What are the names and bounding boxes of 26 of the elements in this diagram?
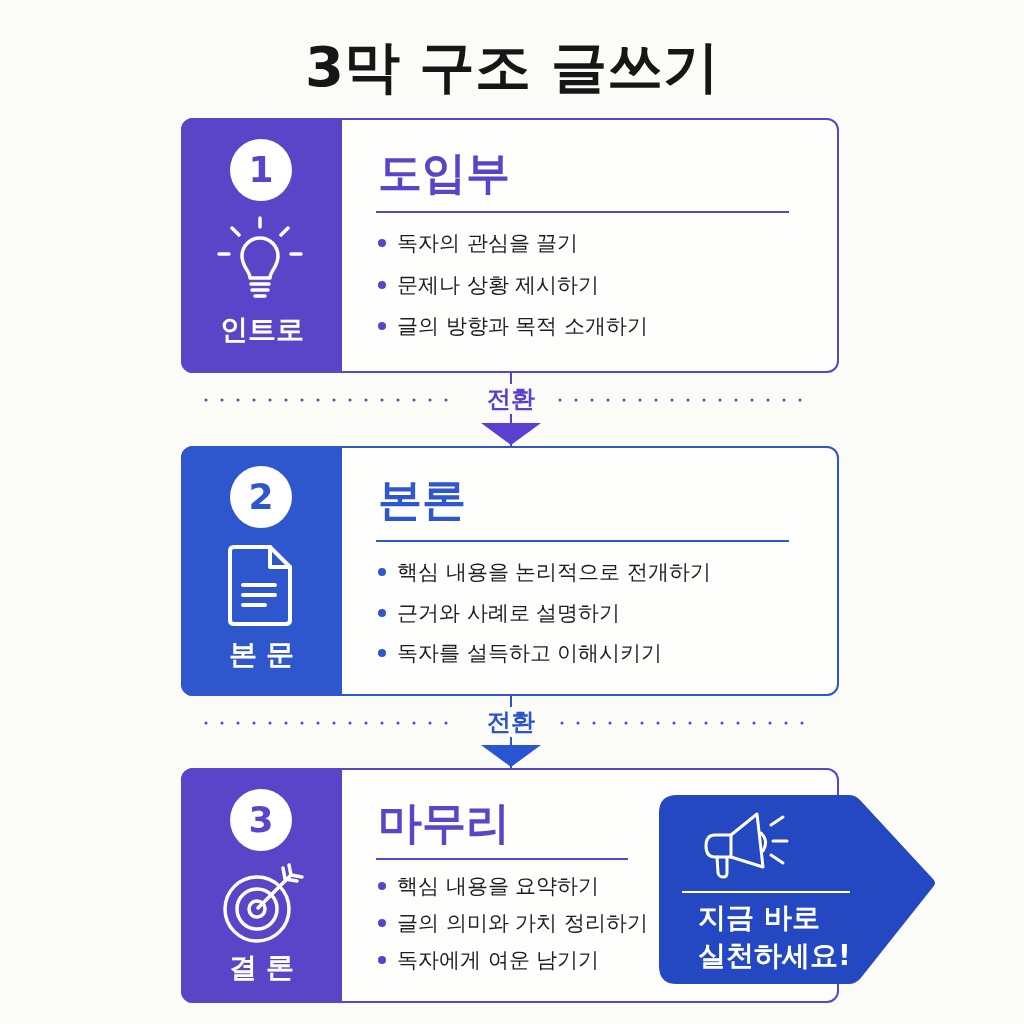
step-number: 3	[230, 789, 292, 851]
panel-label: 본 문	[228, 637, 295, 673]
step-number: 1	[230, 139, 292, 201]
banner-text: 지금 바로 실천하세요!	[698, 901, 851, 972]
step-card	[181, 446, 839, 696]
bullet-text: 글의 의미와 가치 정리하기	[397, 910, 649, 936]
step-heading: 본론	[378, 474, 466, 526]
side-panel	[181, 118, 342, 373]
side-panel	[181, 768, 342, 1003]
step-heading: 마무리	[378, 797, 510, 849]
step-card	[181, 118, 839, 373]
bullet-text: 독자의 관심을 끌기	[397, 230, 579, 256]
step-heading: 도입부	[378, 147, 510, 199]
panel-label: 인트로	[219, 312, 304, 348]
side-panel	[181, 446, 342, 696]
bullet-text: 독자를 설득하고 이해시키기	[397, 640, 663, 666]
panel-label: 결 론	[228, 950, 295, 986]
bullet-text: 글의 방향과 목적 소개하기	[397, 313, 649, 339]
bullet-text: 문제나 상황 제시하기	[397, 271, 600, 298]
title: 3막 구조 글쓰기	[305, 33, 719, 101]
bullet-text: 핵심 내용을 논리적으로 전개하기	[397, 559, 712, 585]
arrow-banner	[659, 795, 937, 984]
bullet-text: 핵심 내용을 요약하기	[397, 873, 600, 899]
step-number: 2	[230, 466, 292, 528]
bullet-text: 근거와 사례로 설명하기	[397, 599, 621, 626]
bullet-text: 독자에게 여운 남기기	[397, 947, 600, 973]
